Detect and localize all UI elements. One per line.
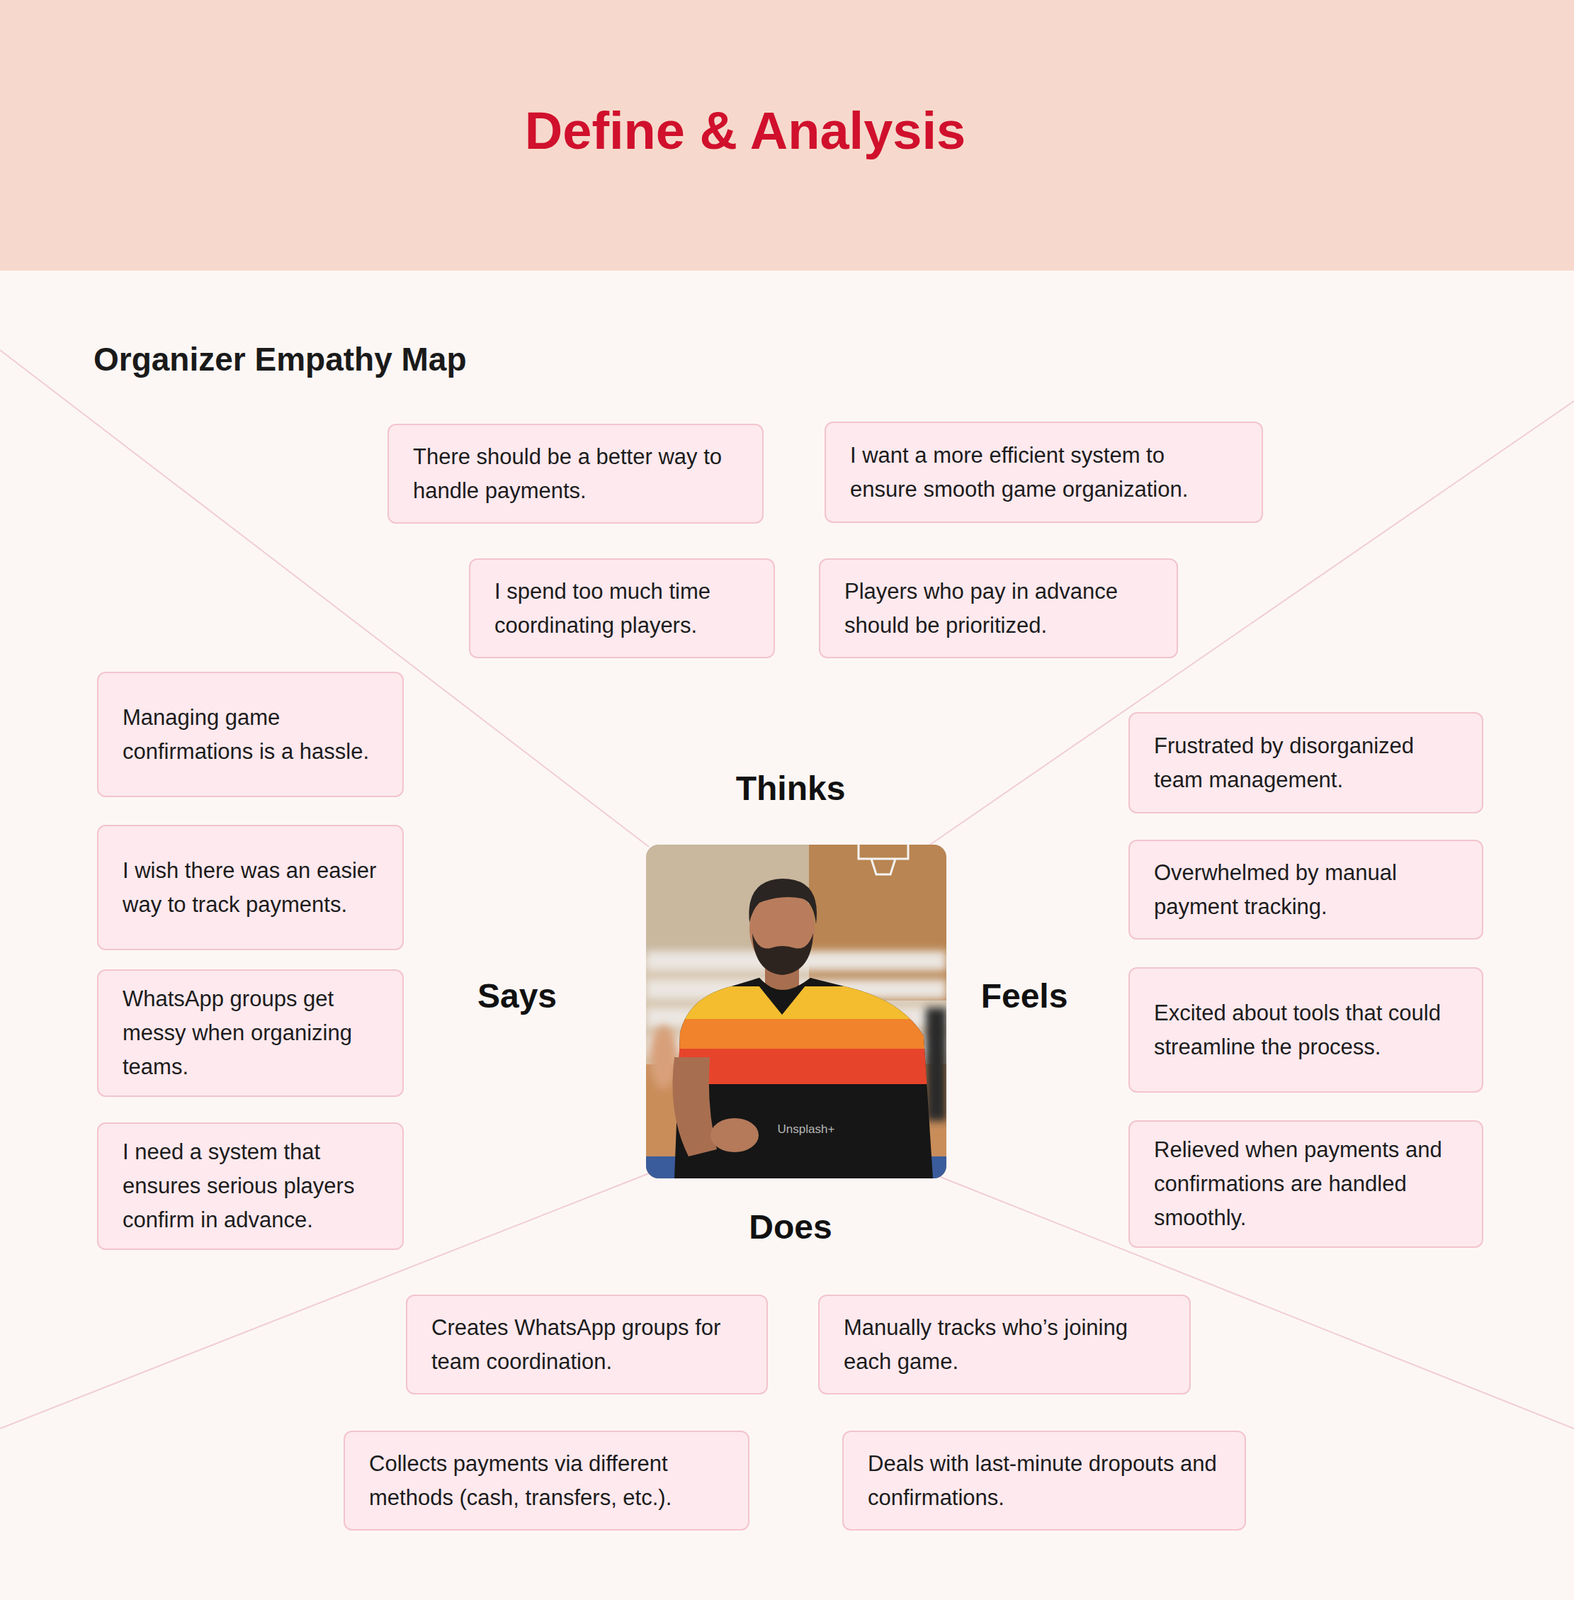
note-text: Manually tracks who’s joining each game.	[843, 1310, 1166, 1379]
note-text: Creates WhatsApp groups for team coordin…	[431, 1310, 743, 1379]
sticky-note: Overwhelmed by manual payment tracking.	[1128, 839, 1484, 940]
hoop-net	[871, 858, 896, 875]
sticky-note: Players who pay in advance should be pri…	[818, 558, 1179, 659]
note-text: I want a more efficient system to ensure…	[850, 438, 1238, 507]
persona-beard	[752, 932, 814, 975]
note-text: Overwhelmed by manual payment tracking.	[1153, 855, 1458, 924]
section-heading: Organizer Empathy Map	[93, 340, 467, 379]
persona-hair	[748, 878, 817, 924]
photo-watermark: Unsplash+	[777, 1122, 836, 1137]
note-text: Managing game confirmations is a hassle.	[122, 700, 379, 769]
note-text: Players who pay in advance should be pri…	[844, 574, 1153, 643]
persona-hand	[710, 1117, 759, 1152]
quadrant-label: Says	[477, 976, 557, 1016]
sticky-note: Manually tracks who’s joining each game.	[818, 1294, 1191, 1395]
persona-photo	[646, 837, 948, 1179]
photo-wood-wall	[808, 844, 947, 1001]
note-text: WhatsApp groups get messy when organizin…	[122, 981, 379, 1084]
quadrant-label: Does	[748, 1207, 832, 1247]
jersey-base	[646, 971, 947, 1179]
jersey-collar	[752, 977, 812, 1015]
quadrant-dividers	[0, 349, 1574, 1429]
note-text: Collects payments via different methods …	[369, 1446, 724, 1515]
jersey-stripe	[646, 1018, 947, 1049]
sticky-note: I want a more efficient system to ensure…	[824, 421, 1264, 523]
quadrant-label: Thinks	[735, 768, 846, 808]
sticky-note: Creates WhatsApp groups for team coordin…	[405, 1294, 768, 1395]
note-text: I wish there was an easier way to track …	[122, 853, 379, 922]
sticky-note: Collects payments via different methods …	[343, 1430, 750, 1531]
hoop-board	[858, 844, 909, 859]
photo-content	[646, 844, 947, 1179]
sticky-note: I wish there was an easier way to track …	[97, 824, 404, 950]
sticky-note: Excited about tools that could streamlin…	[1128, 966, 1484, 1093]
note-text: Relieved when payments and confirmations…	[1153, 1132, 1458, 1235]
photo-wall	[646, 844, 947, 1179]
page-title: Define & Analysis	[524, 100, 966, 161]
note-text: I spend too much time coordinating playe…	[494, 574, 750, 643]
sticky-note: I spend too much time coordinating playe…	[468, 558, 775, 659]
persona-jersey	[646, 971, 947, 1179]
sticky-note: Relieved when payments and confirmations…	[1128, 1119, 1484, 1248]
sticky-note: There should be a better way to handle p…	[387, 423, 764, 524]
sticky-note: WhatsApp groups get messy when organizin…	[97, 969, 404, 1097]
photo-hoop	[858, 844, 909, 875]
note-text: Frustrated by disorganized team manageme…	[1153, 728, 1458, 797]
note-text: Excited about tools that could streamlin…	[1153, 995, 1458, 1064]
sticky-note: Frustrated by disorganized team manageme…	[1128, 711, 1484, 814]
sticky-note: Managing game confirmations is a hassle.	[97, 671, 404, 797]
persona-arm	[672, 1056, 718, 1157]
quadrant-label: Feels	[981, 976, 1069, 1016]
note-text: I need a system that ensures serious pla…	[122, 1134, 379, 1237]
note-text: Deals with last-minute dropouts and conf…	[867, 1446, 1221, 1515]
note-text: There should be a better way to handle p…	[412, 439, 739, 508]
sticky-note: Deals with last-minute dropouts and conf…	[842, 1430, 1247, 1531]
sticky-note: I need a system that ensures serious pla…	[97, 1122, 404, 1250]
blurred-player	[925, 1007, 947, 1121]
